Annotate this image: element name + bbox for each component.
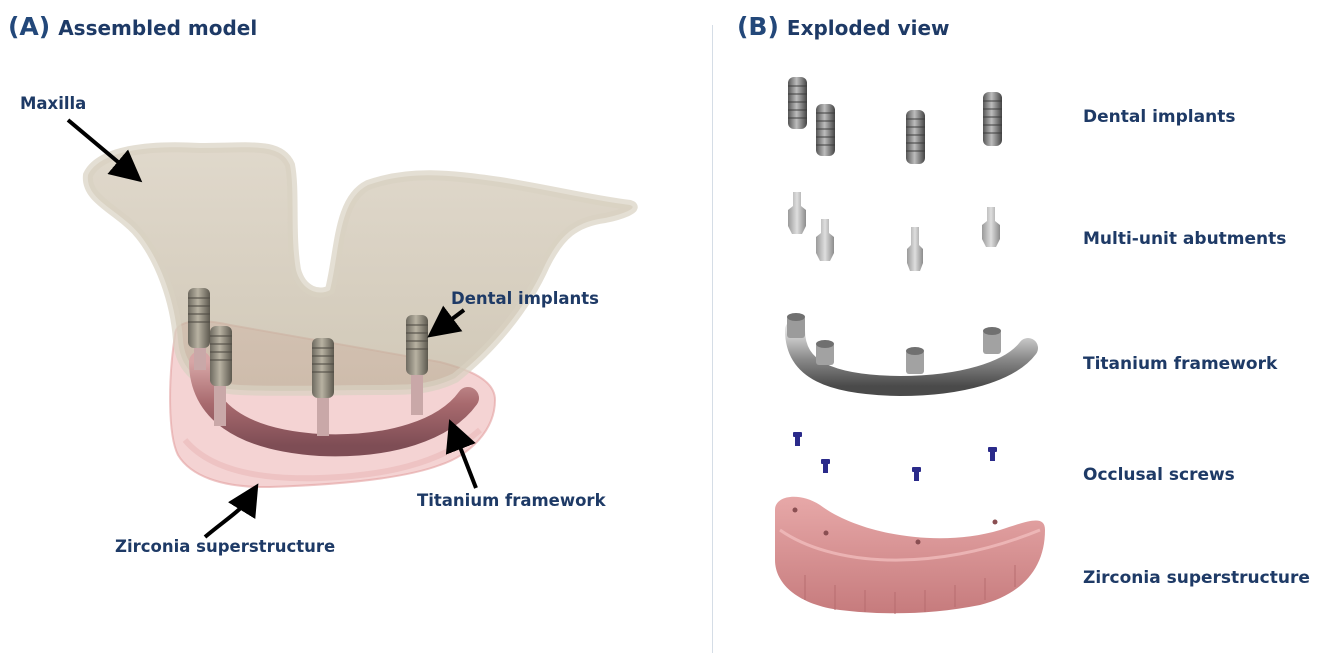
implants-exploded bbox=[788, 77, 1002, 164]
panel-a-title: (A) Assembled model bbox=[8, 12, 257, 41]
panel-a-name: Assembled model bbox=[58, 16, 258, 40]
label-abutments-b: Multi-unit abutments bbox=[1083, 229, 1287, 249]
label-superstructure-a: Zirconia superstructure bbox=[115, 537, 336, 556]
titanium-framework-assembled bbox=[189, 351, 479, 457]
label-framework-b: Titanium framework bbox=[1083, 354, 1278, 374]
panel-a-tag: (A) bbox=[8, 12, 51, 41]
occlusal-screws-exploded bbox=[793, 432, 997, 481]
zirconia-superstructure-exploded bbox=[775, 496, 1045, 614]
implants-assembled bbox=[188, 288, 428, 436]
panel-b-tag: (B) bbox=[737, 12, 779, 41]
panel-divider bbox=[712, 25, 713, 653]
callout-arrows-a bbox=[66, 118, 478, 539]
panel-b-title: (B) Exploded view bbox=[737, 12, 950, 41]
label-framework-a: Titanium framework bbox=[417, 491, 606, 510]
label-implants-a: Dental implants bbox=[451, 289, 599, 308]
label-implants-b: Dental implants bbox=[1083, 107, 1236, 127]
panel-b-name: Exploded view bbox=[786, 16, 950, 40]
label-screws-b: Occlusal screws bbox=[1083, 465, 1235, 485]
label-superstructure-b: Zirconia superstructure bbox=[1083, 568, 1310, 588]
label-maxilla: Maxilla bbox=[20, 94, 87, 113]
assembled-model-illustration bbox=[66, 118, 638, 539]
abutments-exploded bbox=[788, 192, 1000, 271]
titanium-framework-exploded bbox=[785, 313, 1038, 397]
